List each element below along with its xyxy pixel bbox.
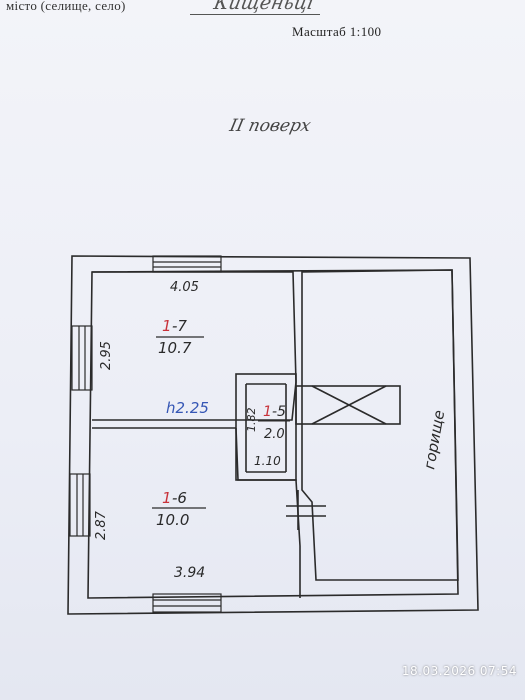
room-7-height: 2.95 xyxy=(99,341,114,370)
window-bottom xyxy=(152,593,222,613)
room-7-area: 10.7 xyxy=(158,339,192,357)
room-7-suffix: -7 xyxy=(172,317,187,335)
room-6-height: 2.87 xyxy=(94,510,109,540)
room-5-height: 1.82 xyxy=(245,408,258,433)
inner-wall xyxy=(87,269,459,599)
city-label: місто (селище, село) xyxy=(6,0,126,13)
room-5-suffix: -5 xyxy=(272,404,286,420)
attic-wall xyxy=(301,269,459,581)
attic-passage xyxy=(295,385,401,425)
city-underline xyxy=(190,14,320,15)
window-top xyxy=(152,255,222,273)
photo-timestamp: 18.03.2026 07:54 xyxy=(401,664,517,678)
room-7-number: 1 xyxy=(162,317,172,335)
window-left-top xyxy=(71,325,93,391)
room-7-width: 4.05 xyxy=(170,280,199,295)
outer-wall xyxy=(67,255,479,615)
attic-label: горище xyxy=(420,409,448,471)
room-5-area: 2.0 xyxy=(264,427,285,442)
room-5-wall xyxy=(235,373,297,481)
window-left-bottom xyxy=(69,473,91,537)
ceiling-height: h2.25 xyxy=(166,399,209,417)
room-6-suffix: -6 xyxy=(172,489,187,507)
room-6-width: 3.94 xyxy=(174,565,205,581)
scale-label: Масштаб 1:100 xyxy=(292,24,382,39)
room-5-number: 1 xyxy=(263,404,272,420)
room-6-number: 1 xyxy=(162,489,172,507)
room-6-area: 10.0 xyxy=(156,511,189,529)
room-5-width: 1.10 xyxy=(254,454,281,468)
